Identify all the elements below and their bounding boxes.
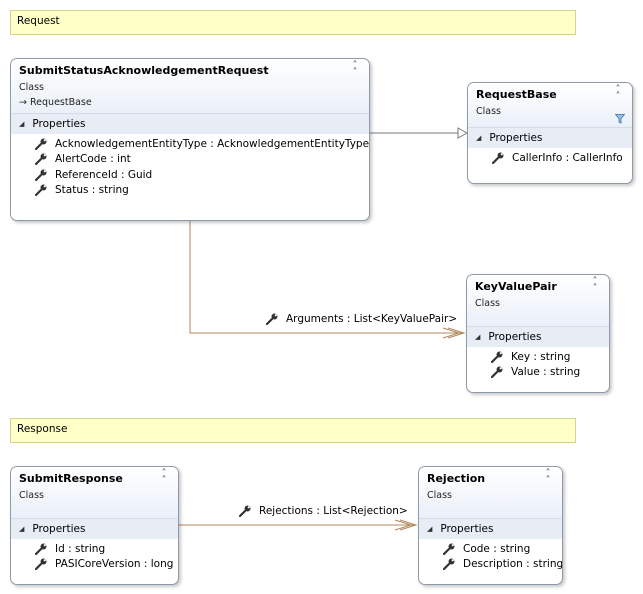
class-header: RequestBase Class ˄˄: [468, 83, 632, 127]
property-label: Value : string: [511, 366, 581, 379]
class-submit-status-acknowledgement-request[interactable]: SubmitStatusAcknowledgementRequest Class…: [10, 58, 370, 221]
section-label: Properties: [488, 331, 542, 343]
association-text: Rejections : List<Rejection>: [259, 505, 408, 517]
wrench-icon: [35, 169, 47, 181]
property-row[interactable]: CallerInfo : CallerInfo: [492, 150, 632, 166]
property-row[interactable]: Value : string: [491, 365, 609, 381]
properties-section-header[interactable]: ◢ Properties: [11, 518, 178, 539]
member-list: Key : string Value : string: [467, 347, 609, 384]
property-row[interactable]: Id : string: [35, 541, 178, 557]
double-chevron-up-icon[interactable]: ˄˄: [545, 468, 551, 486]
property-row[interactable]: Code : string: [443, 541, 562, 557]
class-header: KeyValuePair Class ˄˄: [467, 275, 609, 326]
class-rejection[interactable]: Rejection Class ˄˄ ◢ Properties Code : s…: [418, 466, 563, 585]
arguments-arrowhead-inner: [442, 327, 461, 339]
inheritance-icon: →: [19, 97, 27, 108]
arguments-association-line: [189, 221, 464, 334]
property-label: Code : string: [463, 542, 531, 555]
wrench-icon: [491, 351, 503, 363]
wrench-icon: [35, 184, 47, 197]
wrench-icon: [35, 153, 47, 166]
property-label: AcknowledgementEntityType : Acknowledgem…: [55, 137, 370, 150]
class-header: SubmitStatusAcknowledgementRequest Class…: [11, 59, 369, 113]
arguments-association-label[interactable]: Arguments : List<KeyValuePair>: [266, 313, 457, 325]
properties-section-header[interactable]: ◢ Properties: [468, 127, 632, 148]
request-note-text: Request: [17, 15, 60, 27]
properties-section-header[interactable]: ◢ Properties: [419, 518, 562, 539]
property-row[interactable]: Key : string: [491, 349, 609, 365]
triangle-down-icon[interactable]: ◢: [427, 525, 433, 533]
property-row[interactable]: Status : string: [35, 183, 369, 199]
property-row[interactable]: ReferenceId : Guid: [35, 167, 369, 183]
double-chevron-up-icon[interactable]: ˄˄: [592, 276, 598, 294]
double-chevron-up-icon[interactable]: ˄˄: [352, 60, 358, 78]
property-row[interactable]: PASICoreVersion : long: [35, 557, 178, 573]
class-submit-response[interactable]: SubmitResponse Class ˄˄ ◢ Properties Id …: [10, 466, 179, 585]
base-type-label: RequestBase: [30, 97, 92, 108]
class-stereotype: Class: [475, 298, 500, 309]
class-stereotype: Class: [19, 82, 44, 93]
property-label: CallerInfo : CallerInfo: [512, 151, 623, 164]
class-name: KeyValuePair: [475, 280, 557, 293]
member-list: AcknowledgementEntityType : Acknowledgem…: [11, 134, 369, 202]
class-key-value-pair[interactable]: KeyValuePair Class ˄˄ ◢ Properties Key :…: [466, 274, 610, 393]
section-label: Properties: [440, 523, 494, 535]
arguments-arrowhead: [447, 327, 466, 339]
wrench-icon: [35, 138, 47, 150]
triangle-down-icon[interactable]: ◢: [19, 525, 25, 533]
section-label: Properties: [32, 118, 86, 130]
wrench-icon: [266, 313, 278, 325]
wrench-icon: [443, 543, 455, 555]
property-label: Status : string: [55, 184, 129, 197]
member-list: Id : string PASICoreVersion : long: [11, 539, 178, 576]
triangle-down-icon[interactable]: ◢: [475, 333, 481, 341]
class-stereotype: Class: [476, 106, 501, 117]
base-type: → RequestBase: [19, 96, 361, 109]
property-row[interactable]: Description : string: [443, 557, 562, 573]
inheritance-arrowhead: [457, 127, 469, 139]
wrench-icon: [239, 505, 251, 517]
rejections-association-label[interactable]: Rejections : List<Rejection>: [239, 505, 408, 517]
property-label: ReferenceId : Guid: [55, 168, 153, 181]
triangle-down-icon[interactable]: ◢: [476, 134, 482, 142]
filter-icon[interactable]: [615, 114, 625, 124]
property-row[interactable]: AcknowledgementEntityType : Acknowledgem…: [35, 136, 369, 152]
rejections-arrowhead: [399, 519, 418, 531]
class-header: SubmitResponse Class ˄˄: [11, 467, 178, 518]
properties-section-header[interactable]: ◢ Properties: [11, 113, 369, 134]
response-note[interactable]: Response: [10, 418, 576, 443]
class-name: Rejection: [427, 472, 486, 485]
section-label: Properties: [32, 523, 86, 535]
section-label: Properties: [489, 132, 543, 144]
rejections-arrowhead-inner: [394, 519, 413, 531]
class-stereotype: Class: [427, 490, 452, 501]
member-list: CallerInfo : CallerInfo: [468, 148, 632, 170]
wrench-icon: [443, 558, 455, 571]
class-name: RequestBase: [476, 88, 557, 101]
response-note-text: Response: [17, 423, 68, 435]
property-label: Description : string: [463, 558, 563, 571]
association-text: Arguments : List<KeyValuePair>: [286, 313, 458, 325]
properties-section-header[interactable]: ◢ Properties: [467, 326, 609, 347]
member-list: Code : string Description : string: [419, 539, 562, 576]
property-label: Key : string: [511, 350, 571, 363]
property-row[interactable]: AlertCode : int: [35, 152, 369, 168]
wrench-icon: [35, 543, 47, 555]
property-label: AlertCode : int: [55, 153, 131, 166]
double-chevron-up-icon[interactable]: ˄˄: [161, 468, 167, 486]
class-name: SubmitStatusAcknowledgementRequest: [19, 64, 269, 77]
request-note[interactable]: Request: [10, 10, 576, 35]
class-request-base[interactable]: RequestBase Class ˄˄ ◢ Properties Caller…: [467, 82, 633, 184]
class-header: Rejection Class ˄˄: [419, 467, 562, 518]
triangle-down-icon[interactable]: ◢: [19, 120, 25, 128]
property-label: PASICoreVersion : long: [55, 558, 174, 571]
double-chevron-up-icon[interactable]: ˄˄: [615, 84, 621, 102]
wrench-icon: [35, 558, 47, 571]
wrench-icon: [491, 366, 503, 379]
property-label: Id : string: [55, 542, 106, 555]
class-name: SubmitResponse: [19, 472, 123, 485]
wrench-icon: [492, 152, 504, 164]
class-stereotype: Class: [19, 490, 44, 501]
